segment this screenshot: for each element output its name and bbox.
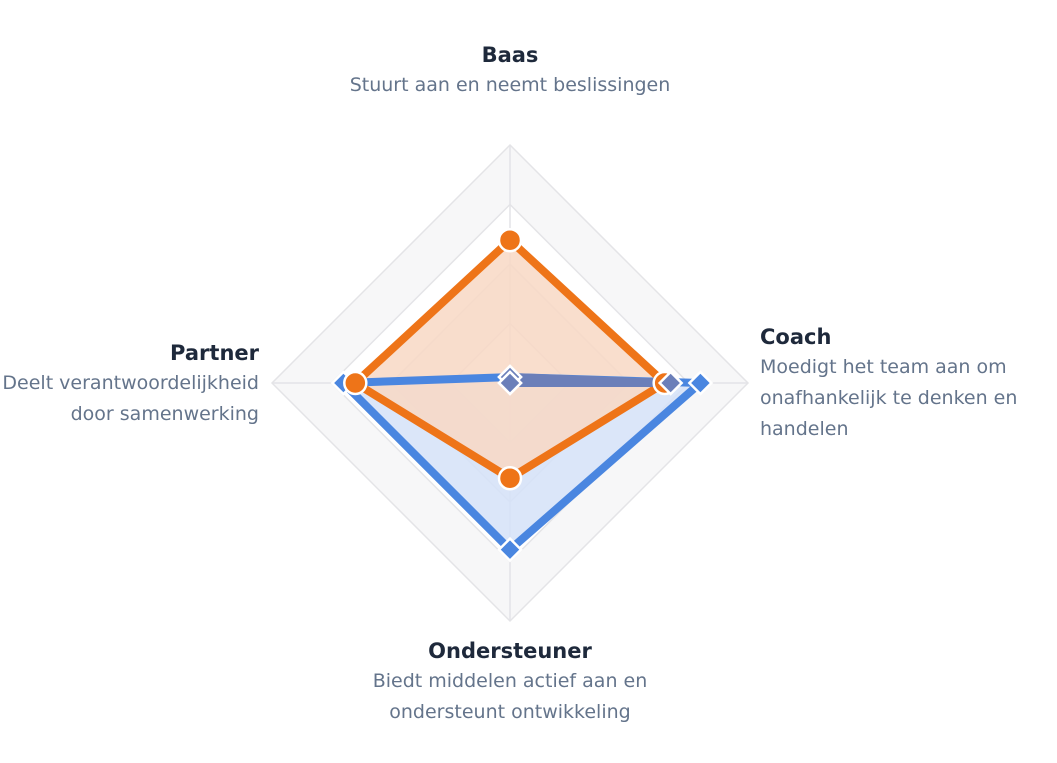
axis-title-ondersteuner: Ondersteuner: [428, 639, 592, 663]
radar-series: [330, 227, 714, 563]
axis-label-top: Baas Stuurt aan en neemt beslissingen: [330, 40, 690, 101]
axis-description-baas: Stuurt aan en neemt beslissingen: [349, 74, 671, 96]
axis-description-partner: Deelt verantwoordelijkheid door samenwer…: [2, 372, 259, 425]
axis-label-left: Partner Deelt verantwoordelijkheid door …: [0, 338, 259, 430]
axis-label-right: Coach Moedigt het team aan om onafhankel…: [760, 322, 1050, 445]
series-2-point-1: [657, 370, 684, 396]
series-1-area: [355, 240, 665, 479]
series-1-point-0: [497, 227, 523, 253]
series-1-point-3: [343, 370, 368, 396]
axis-title-partner: Partner: [170, 341, 259, 365]
axis-label-bottom: Ondersteuner Biedt middelen actief aan e…: [320, 636, 700, 728]
axis-title-coach: Coach: [760, 325, 832, 349]
axis-description-coach: Moedigt het team aan om onafhankelijk te…: [760, 356, 1018, 440]
series-1-point-2: [497, 465, 523, 491]
axis-title-baas: Baas: [481, 43, 539, 67]
axis-description-ondersteuner: Biedt middelen actief aan en ondersteunt…: [372, 670, 648, 723]
series-2-point-3: [497, 370, 523, 396]
series-0-point-2: [497, 536, 523, 563]
series-0-point-1: [687, 370, 714, 396]
